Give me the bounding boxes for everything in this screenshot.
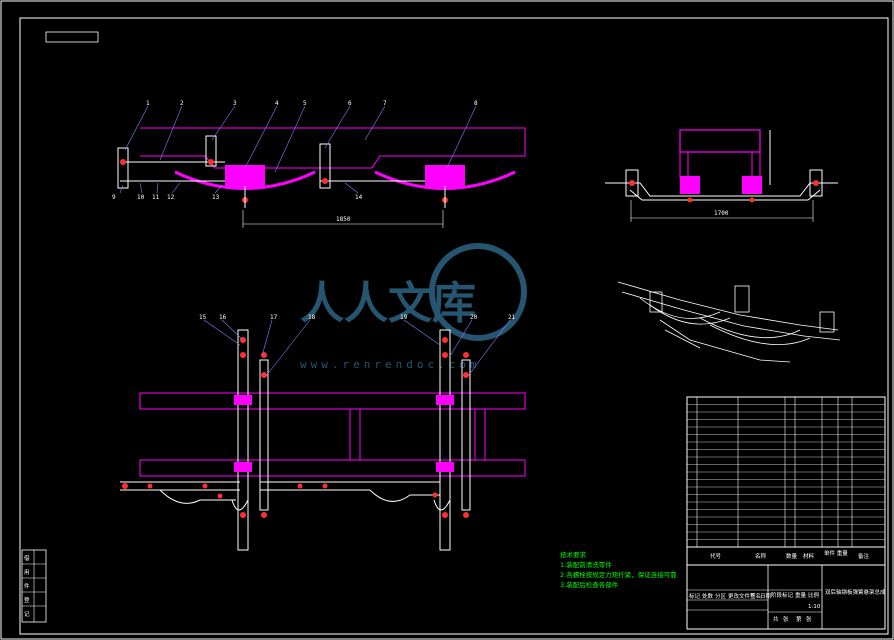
drawing-number-box: [45, 31, 99, 43]
callout-15: 15: [199, 314, 207, 321]
tb-ratio: 比例: [808, 591, 820, 599]
frame-rail-plan-lower: [139, 459, 526, 477]
front-view: 1700: [605, 129, 838, 222]
callout-12: 12: [167, 194, 175, 201]
stamp-4: 登: [24, 596, 30, 604]
bom-header-qty: 数量: [786, 552, 798, 560]
tb-label-mark: 标记: [689, 592, 701, 600]
tb-sheet-unit2: 张: [806, 615, 812, 623]
isometric-view: [617, 281, 841, 363]
bom-header-code: 代号: [710, 552, 722, 560]
callout-16: 16: [219, 314, 227, 321]
notes-line-2: 2.各螺栓按规定力矩拧紧，保证连接可靠: [560, 570, 677, 579]
tb-label-count: 处数: [702, 592, 714, 600]
side-view: 1 2 3 4 5 6 7 8 9 10 11 12 13 14 1850: [112, 100, 526, 228]
callout-13: 13: [212, 194, 220, 201]
tb-scale: 1:10: [808, 604, 821, 610]
tb-label-date: 日期: [760, 593, 772, 600]
callout-11: 11: [152, 194, 160, 201]
callout-18: 18: [308, 314, 316, 321]
callout-21: 21: [508, 314, 516, 321]
bom-header-weight: 单件 重量: [824, 549, 848, 557]
tb-weight: 重量: [795, 591, 807, 599]
callout-14: 14: [355, 194, 363, 201]
bom-header-material: 材料: [803, 552, 815, 560]
callout-5: 5: [303, 100, 307, 107]
notes-title: 技术要求: [560, 550, 587, 559]
notes-line-3: 3.装配后检查各部件: [560, 580, 619, 589]
tb-sheet-total: 共: [773, 615, 779, 623]
dimension-side: 1850: [336, 216, 351, 223]
title-block: 代号 名称 数量 材料 单件 重量 备注 双后轴钢板弹簧悬架总成 标记 处数 分…: [686, 396, 886, 630]
callout-19: 19: [400, 314, 408, 321]
bom-header-name: 名称: [755, 552, 767, 560]
callout-20: 20: [470, 314, 478, 321]
callout-3: 3: [233, 100, 237, 107]
tb-sheet-no: 第: [796, 615, 802, 623]
stamp-5: 记: [24, 611, 30, 618]
tb-sheet-unit: 张: [783, 615, 789, 623]
inner-border: [19, 17, 889, 635]
frame-rail-side: [140, 127, 526, 169]
bom-header-note: 备注: [858, 552, 870, 560]
plan-view: 15 16 17 18 19 20 21: [120, 314, 526, 551]
side-stamp: 借 用 件 登 记: [21, 549, 47, 623]
frame-rail-plan-upper: [139, 392, 526, 410]
watermark-text: 人人文库: [300, 278, 476, 329]
callout-1: 1: [146, 100, 150, 107]
callout-7: 7: [383, 100, 387, 107]
technical-notes: 技术要求 1.装配前清洗零件 2.各螺栓按规定力矩拧紧，保证连接可靠 3.装配后…: [560, 550, 677, 589]
dimension-front: 1700: [714, 210, 729, 217]
tb-label-doc: 更改文件号: [728, 592, 756, 600]
callout-2: 2: [180, 100, 184, 107]
tb-label-sign: 签名: [750, 592, 761, 600]
tb-label-zone: 分区: [715, 592, 727, 600]
watermark-url: www.renrendoc.com: [300, 358, 481, 371]
tb-stage: 阶段标记: [771, 591, 794, 599]
callout-17: 17: [270, 314, 278, 321]
drawing-title: 双后轴钢板弹簧悬架总成: [825, 588, 886, 596]
notes-line-1: 1.装配前清洗零件: [560, 560, 612, 569]
callout-4: 4: [275, 100, 279, 107]
watermark: 人人文库 www.renrendoc.com: [300, 243, 527, 371]
callout-10: 10: [137, 194, 145, 201]
callout-8: 8: [474, 100, 478, 107]
stamp-3: 件: [24, 582, 30, 590]
callout-9: 9: [112, 194, 116, 201]
callout-6: 6: [348, 100, 352, 107]
stamp-1: 借: [24, 554, 30, 562]
stamp-2: 用: [24, 569, 30, 576]
